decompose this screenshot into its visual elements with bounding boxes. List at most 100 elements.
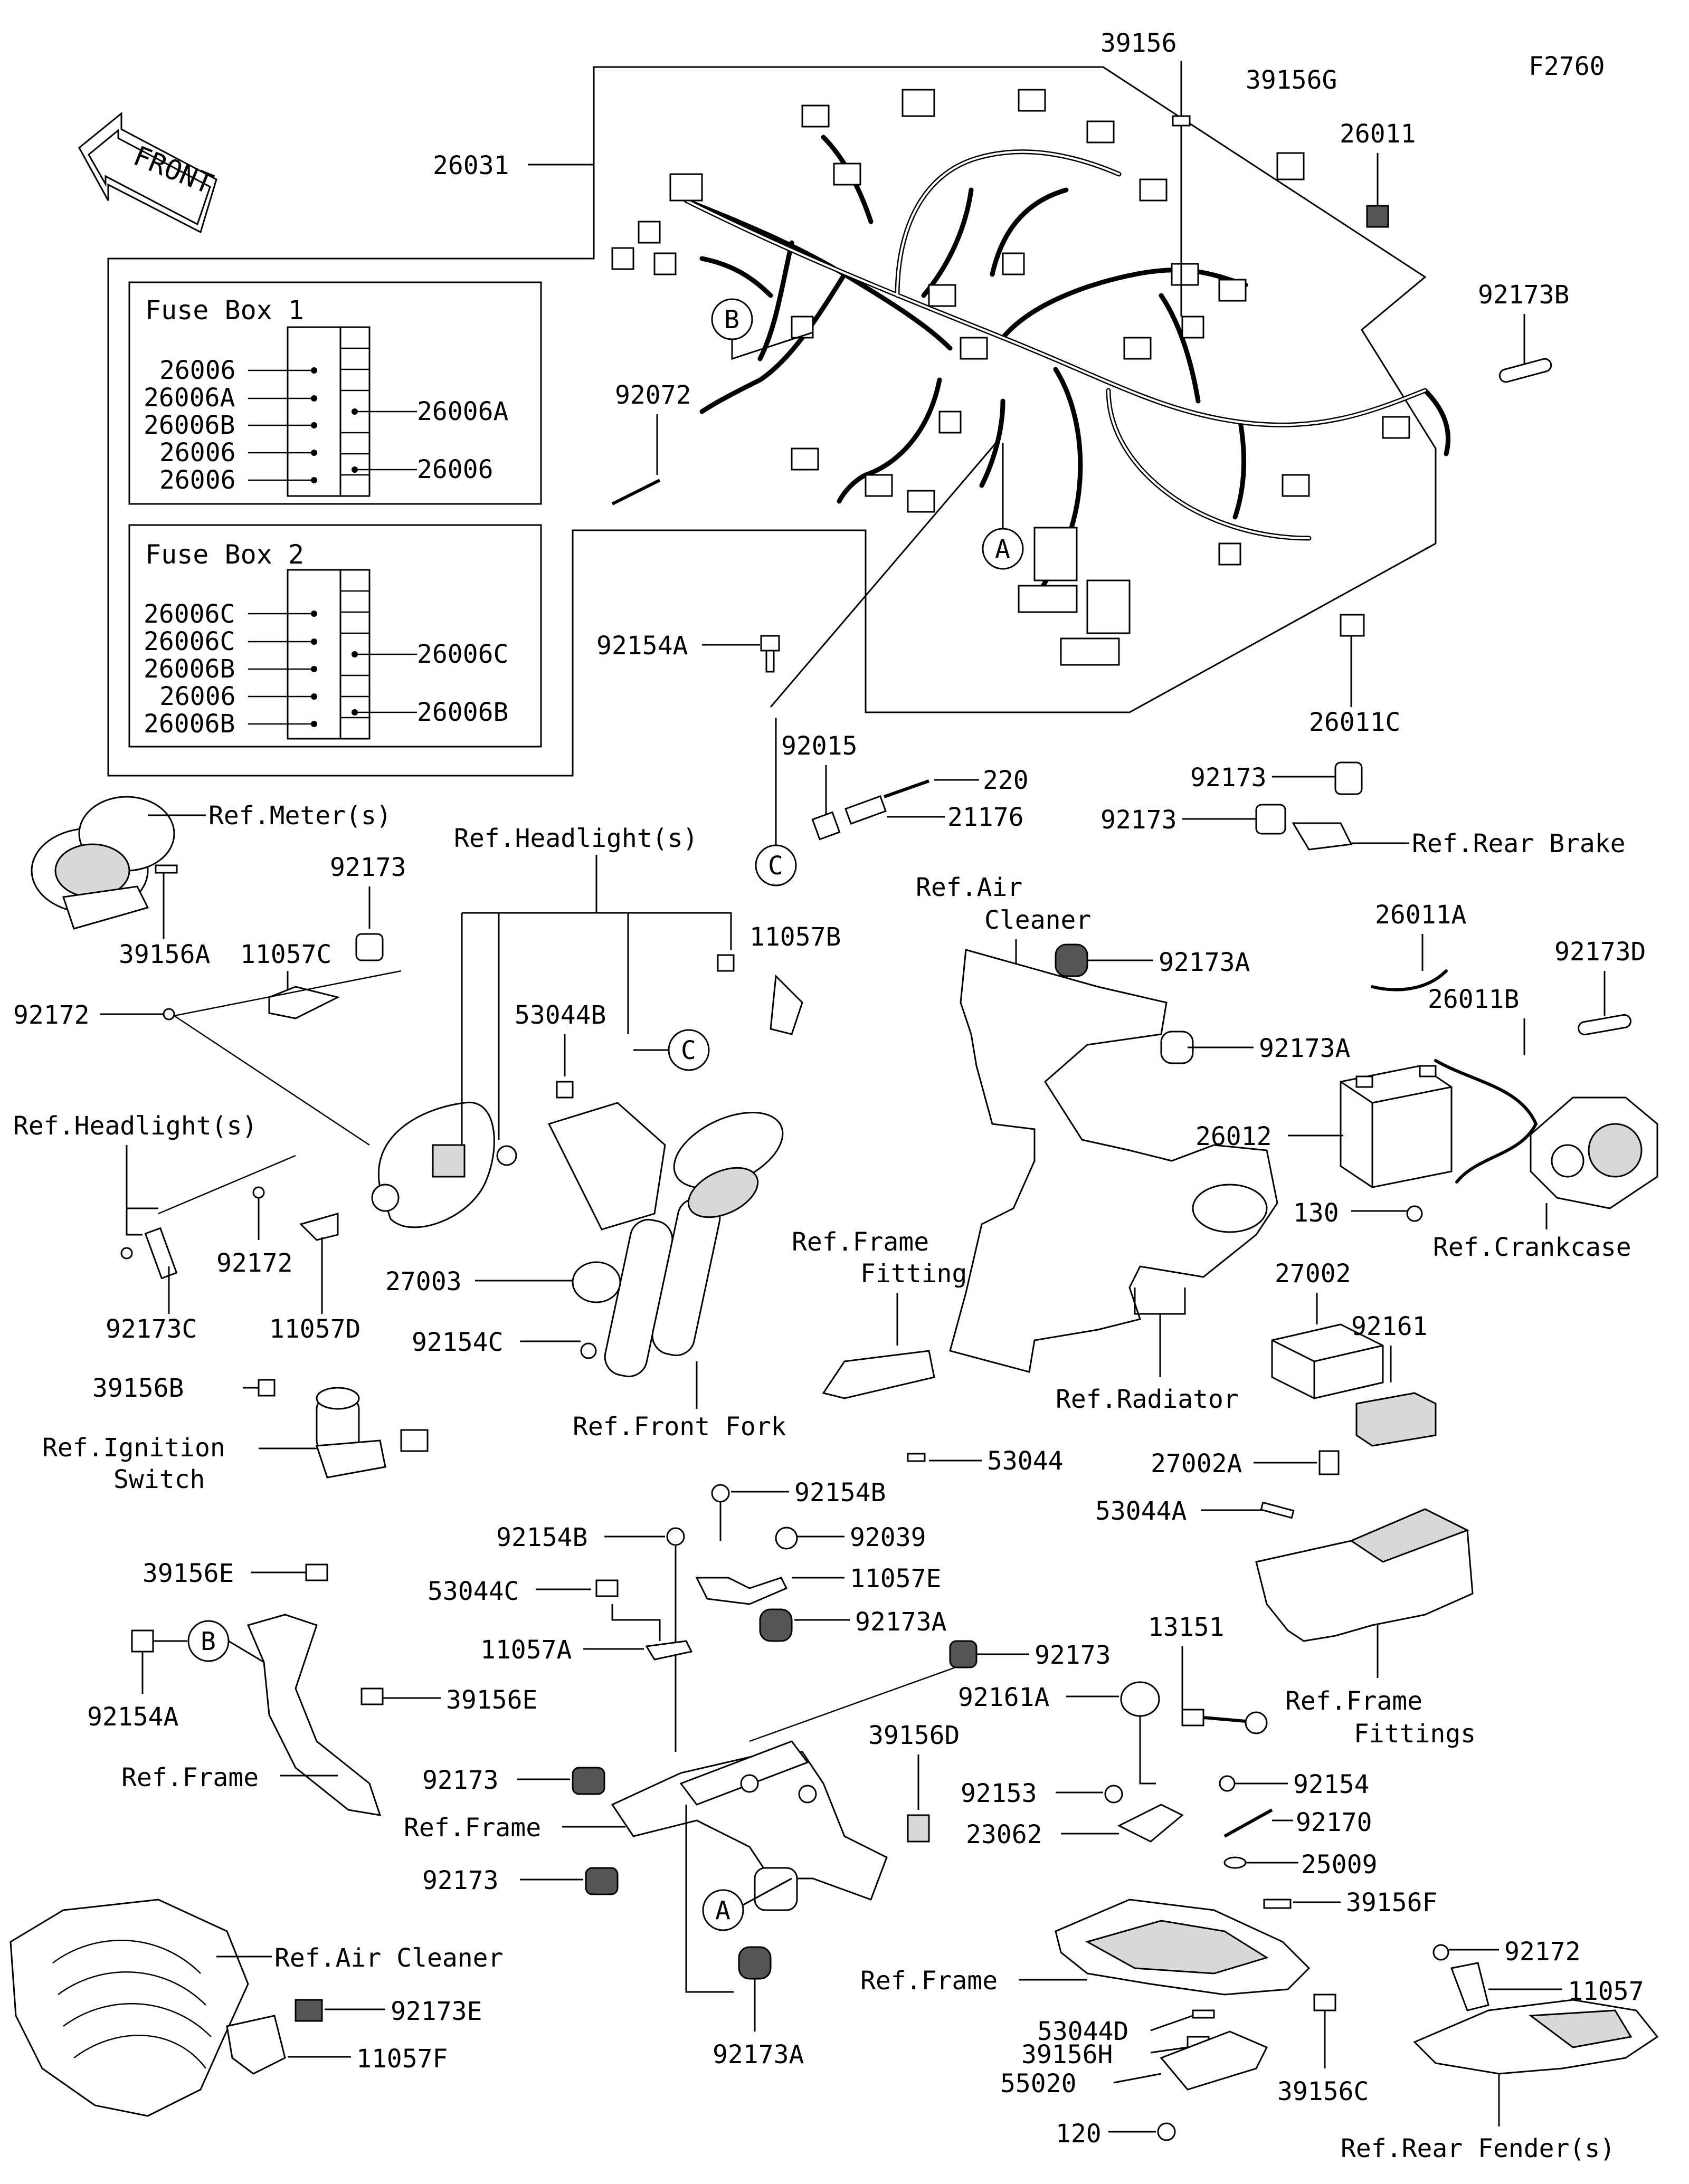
bolt-120-icon	[1157, 2122, 1176, 2141]
ref-headlight-left: Ref.Headlight(s)	[13, 1111, 257, 1141]
diagram-code: F2760	[1529, 52, 1605, 81]
fuse2-left-label-1: 26006C	[144, 599, 235, 629]
washer-25009-icon	[1223, 1856, 1247, 1869]
svg-text:A: A	[715, 1896, 730, 1925]
front-fork-icon	[547, 1102, 784, 1378]
bolt-92154B-1-icon	[711, 1484, 730, 1503]
switch-92173A-3-icon	[759, 1608, 793, 1642]
ref-meter: Ref.Meter(s)	[208, 801, 392, 831]
wire-harness	[611, 89, 1451, 666]
ref-radiator: Ref.Radiator	[1056, 1385, 1239, 1414]
battery-26012-icon	[1340, 1065, 1453, 1188]
rear-fender-icon	[1413, 1999, 1659, 2075]
switch-92173A-1-icon	[1055, 943, 1088, 977]
label-11057B: 11057B	[749, 922, 841, 952]
label-21176: 21176	[947, 803, 1024, 832]
bolt-130-icon	[1406, 1205, 1423, 1222]
label-92173-l2: 92173	[422, 1866, 499, 1895]
label-92154: 92154	[1293, 1770, 1370, 1799]
bracket-11057F-icon	[226, 2015, 286, 2075]
fuse-box-1-title: Fuse Box 1	[145, 295, 304, 326]
svg-text:C: C	[768, 851, 783, 881]
bolt-92154B-2-icon	[666, 1527, 685, 1546]
fuse2-left-label-5: 26006B	[144, 709, 235, 739]
label-11057D: 11057D	[269, 1314, 360, 1344]
tie-92072-icon	[611, 479, 661, 506]
fuse1-right-label-2: 26006	[417, 455, 494, 484]
fuse1-left-label-2: 26006A	[144, 383, 235, 413]
bracket-11057D-icon	[299, 1213, 339, 1241]
pad-92161-icon	[1355, 1392, 1437, 1447]
sticker-39156F-icon	[1263, 1899, 1292, 1909]
bracket-11057C-icon	[268, 986, 340, 1019]
air-cleaner-housing-icon	[949, 949, 1278, 1373]
label-92173C: 92173C	[106, 1314, 197, 1344]
grommet-icon	[496, 1145, 517, 1166]
bolt-92154A-top-icon	[760, 635, 780, 673]
ref-ignition-a: Ref.Ignition	[42, 1433, 225, 1463]
ref-crankcase: Ref.Crankcase	[1433, 1233, 1631, 1262]
label-92154A-bottom: 92154A	[87, 1702, 178, 1732]
label-11057A: 11057A	[480, 1635, 572, 1665]
screw-92172-a-icon	[163, 1008, 175, 1021]
sticker-39156C-icon	[1313, 1994, 1336, 2011]
label-53044C: 53044C	[428, 1577, 519, 1606]
fuse2-right-label-2: 26006B	[417, 698, 508, 727]
label-92173A-4: 92173A	[713, 2040, 804, 2069]
switch-92173A-4-icon	[738, 1946, 772, 1980]
screw-92172-b-icon	[252, 1186, 265, 1199]
label-39156C: 39156C	[1277, 2077, 1369, 2106]
relay-27002A-icon	[1318, 1450, 1340, 1475]
fuse1-left-label-4: 26006	[159, 438, 236, 468]
sensor-21176-icon	[811, 779, 929, 841]
label-92170: 92170	[1296, 1808, 1372, 1837]
ref-frame-1: Ref.Frame	[121, 1763, 259, 1792]
sticker-39156E-2-icon	[360, 1687, 384, 1705]
ref-front-fork: Ref.Front Fork	[573, 1412, 786, 1442]
spring-92170-icon	[1223, 1808, 1273, 1838]
fuse2-left-label-4: 26006	[159, 682, 236, 711]
ref-frame-2: Ref.Frame	[404, 1813, 541, 1843]
label-39156: 39156	[1100, 28, 1177, 58]
fuse-box-2-title: Fuse Box 2	[145, 539, 304, 570]
air-cleaner-cover-icon	[10, 1899, 249, 2117]
svg-text:B: B	[201, 1627, 216, 1656]
switch-92173-rb1-icon	[1334, 761, 1363, 795]
sticker-39156B-icon	[258, 1379, 276, 1397]
svg-text:C: C	[681, 1036, 696, 1065]
screw-92172-c-icon	[1432, 1944, 1449, 1961]
clip-53044A-icon	[1260, 1501, 1295, 1519]
ref-frame-fittings-2b: Fittings	[1354, 1719, 1476, 1749]
label-92154C: 92154C	[412, 1328, 503, 1357]
callout-B-top: B	[711, 298, 753, 340]
battery-lead-26011A-icon	[1371, 969, 1448, 991]
svg-text:A: A	[995, 535, 1010, 564]
ecu-27002-icon	[1271, 1323, 1384, 1399]
clip-53044B-icon	[556, 1081, 574, 1099]
grommet-92039-icon	[775, 1527, 798, 1550]
fuse1-left-label-1: 26006	[159, 356, 236, 385]
label-92173-rb1: 92173	[1190, 763, 1267, 793]
ref-air-cleaner-1a: Ref.Air	[916, 873, 1022, 902]
label-27003: 27003	[385, 1267, 462, 1296]
label-26011: 26011	[1340, 119, 1416, 149]
fuse-box-1: Fuse Box 1 26006 26006A 26006B 26006 260…	[128, 281, 542, 505]
strap-92173B-icon	[1498, 358, 1552, 383]
label-26011C: 26011C	[1309, 708, 1400, 737]
bracket-11057A-icon	[645, 1640, 693, 1661]
label-26011B: 26011B	[1428, 985, 1519, 1014]
main-frame-icon	[611, 1740, 888, 1911]
ignition-switch-icon	[315, 1387, 429, 1479]
label-92172-c: 92172	[1504, 1937, 1581, 1967]
ref-frame-fittings-1a: Ref.Frame	[792, 1227, 929, 1257]
label-39156D: 39156D	[868, 1721, 960, 1750]
clip-53044-icon	[907, 1453, 926, 1462]
callout-C-upper: C	[755, 844, 797, 886]
label-92154A-top: 92154A	[596, 631, 688, 661]
ref-rear-fender: Ref.Rear Fender(s)	[1341, 2134, 1615, 2163]
fuse2-left-label-2: 26006C	[144, 627, 235, 656]
damper-92161A-icon	[1120, 1681, 1160, 1717]
label-92173D: 92173D	[1554, 937, 1646, 967]
